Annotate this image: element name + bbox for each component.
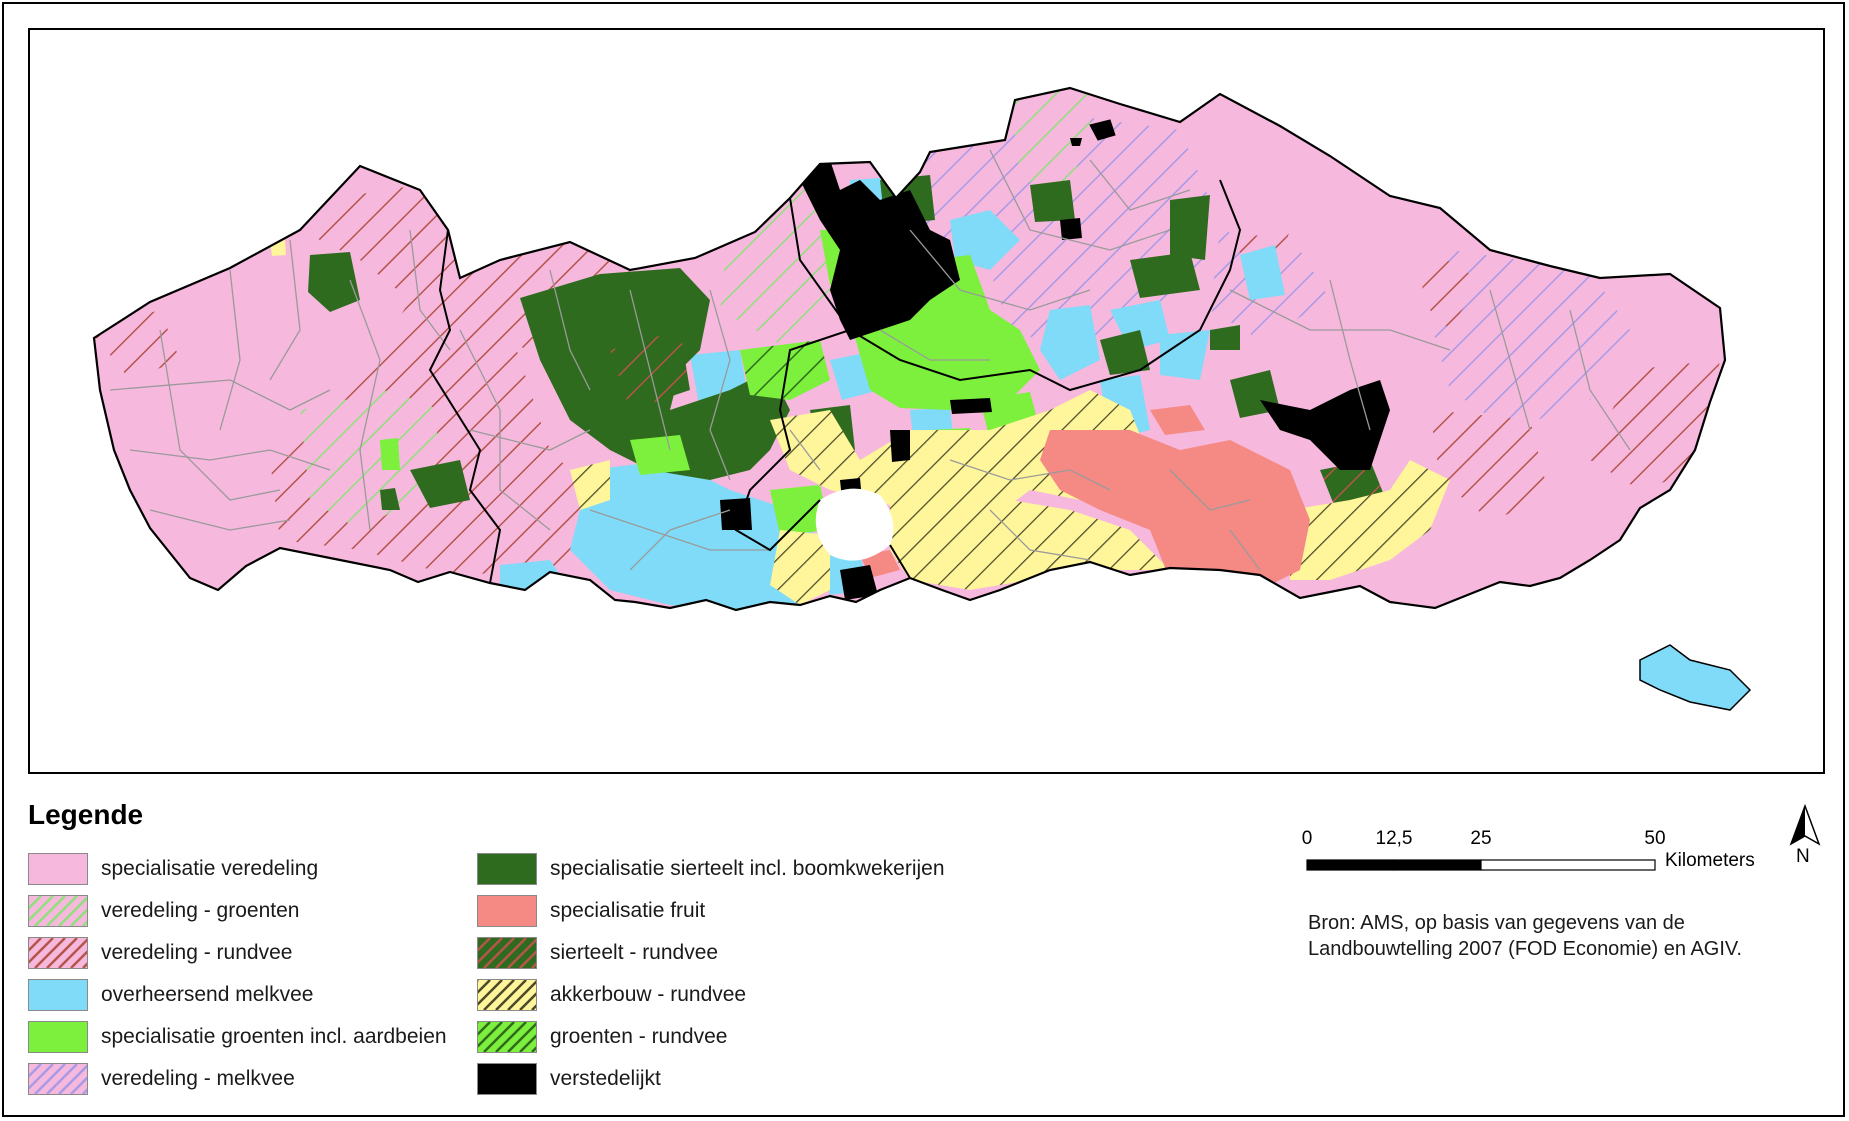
scale-tick-label: 50 bbox=[1644, 828, 1666, 849]
map-panel bbox=[28, 28, 1825, 774]
legend-item: specialisatie sierteelt incl. boomkweker… bbox=[477, 853, 945, 885]
legend-label: akkerbouw - rundvee bbox=[550, 983, 747, 1006]
legend-swatch bbox=[477, 853, 537, 885]
scale-bar-graphic bbox=[1306, 859, 1656, 871]
legend-item: akkerbouw - rundvee bbox=[477, 979, 746, 1011]
scale-bar-segment bbox=[1306, 859, 1395, 871]
legend-label: specialisatie groenten incl. aardbeien bbox=[101, 1025, 447, 1048]
legend-label: veredeling - groenten bbox=[101, 899, 300, 922]
legend-label: veredeling - rundvee bbox=[101, 941, 293, 964]
legend-swatch bbox=[477, 1021, 537, 1053]
legend-item: specialisatie groenten incl. aardbeien bbox=[28, 1021, 447, 1053]
legend-label: specialisatie fruit bbox=[550, 899, 706, 922]
north-arrow: N bbox=[1785, 803, 1825, 869]
legend-swatch bbox=[28, 853, 88, 885]
scale-bar-unit: Kilometers bbox=[1665, 850, 1755, 871]
scale-tick-label: 25 bbox=[1470, 828, 1492, 849]
scale-bar-segment bbox=[1393, 859, 1482, 871]
legend-item: veredeling - rundvee bbox=[28, 937, 292, 969]
legend-item: veredeling - melkvee bbox=[28, 1063, 295, 1095]
legend-item: groenten - rundvee bbox=[477, 1021, 727, 1053]
source-line-1: Bron: AMS, op basis van gegevens van de bbox=[1308, 912, 1685, 934]
legend-item: verstedelijkt bbox=[477, 1063, 661, 1095]
legend-label: veredeling - melkvee bbox=[101, 1067, 295, 1090]
legend-swatch bbox=[28, 1021, 88, 1053]
legend-swatch bbox=[477, 895, 537, 927]
legend-swatch bbox=[28, 979, 88, 1011]
north-arrow-icon bbox=[1789, 803, 1821, 846]
scale-tick-label: 0 bbox=[1301, 828, 1313, 849]
legend-swatch bbox=[28, 1063, 88, 1095]
legend-title: Legende bbox=[28, 799, 144, 830]
legend-item: specialisatie fruit bbox=[477, 895, 705, 927]
legend-label: groenten - rundvee bbox=[550, 1025, 728, 1048]
flanders-map bbox=[92, 86, 1752, 711]
legend-swatch bbox=[477, 1063, 537, 1095]
north-arrow-label: N bbox=[1796, 846, 1810, 867]
legend-label: sierteelt - rundvee bbox=[550, 941, 719, 964]
legend-label: overheersend melkvee bbox=[101, 983, 314, 1006]
voeren-region bbox=[1639, 644, 1752, 711]
legend-item: overheersend melkvee bbox=[28, 979, 313, 1011]
legend-item: veredeling - groenten bbox=[28, 895, 299, 927]
legend-item: sierteelt - rundvee bbox=[477, 937, 718, 969]
legend-label: verstedelijkt bbox=[550, 1067, 661, 1090]
scale-bar-segment bbox=[1480, 859, 1656, 871]
legend-swatch bbox=[28, 895, 88, 927]
source-note: Bron: AMS, op basis van gegevens van de … bbox=[1308, 910, 1742, 962]
legend-label: specialisatie veredeling bbox=[101, 857, 319, 880]
source-line-2: Landbouwtelling 2007 (FOD Economie) en A… bbox=[1308, 938, 1742, 960]
legend-label: specialisatie sierteelt incl. boomkweker… bbox=[550, 857, 945, 880]
legend-swatch bbox=[28, 937, 88, 969]
legend-swatch bbox=[477, 979, 537, 1011]
legend-item: specialisatie veredeling bbox=[28, 853, 318, 885]
scale-tick-label: 12,5 bbox=[1375, 828, 1413, 849]
legend-swatch bbox=[477, 937, 537, 969]
